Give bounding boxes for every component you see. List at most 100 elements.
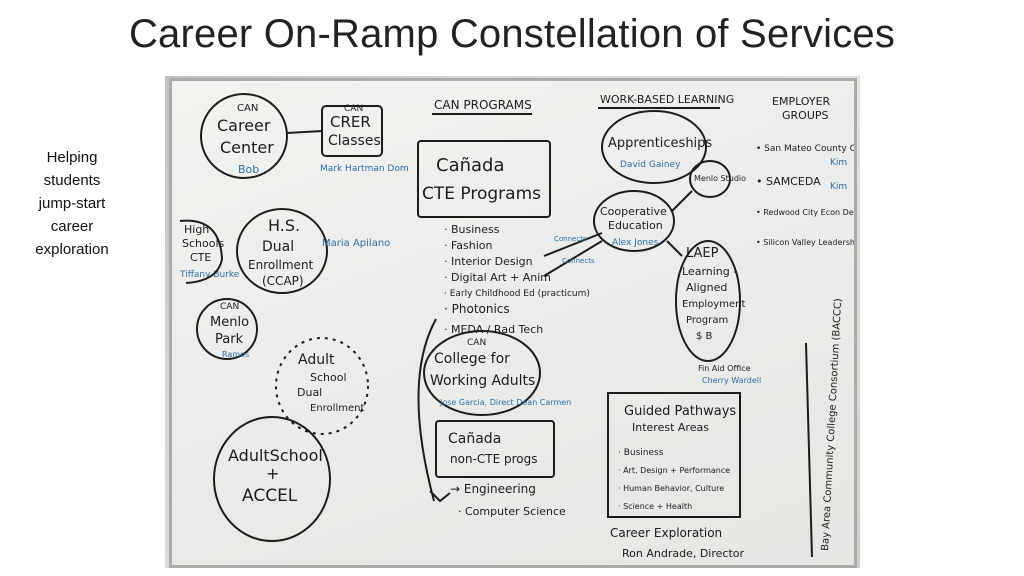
- whiteboard-drawing: CAN Career Center Bob CAN CRER Classes M…: [179, 93, 854, 560]
- adult-accel-line2: +: [266, 464, 279, 483]
- crer-line2: Classes: [328, 133, 381, 149]
- hs-dual-line2: Dual: [262, 239, 294, 255]
- adult-dual-line1: Adult: [298, 352, 335, 368]
- career-center-top: CAN: [237, 103, 258, 114]
- coop-circle: [593, 190, 675, 252]
- employer-header-line2: GROUPS: [782, 109, 829, 122]
- menlo-park-circle: [196, 298, 258, 360]
- crer-line1: CRER: [330, 113, 371, 131]
- adult-dual-line2: School: [310, 371, 347, 384]
- hs-dual-line4: (CCAP): [262, 274, 304, 288]
- laep-note: Fin Aid Office: [698, 364, 751, 373]
- arrow-head: [429, 490, 451, 503]
- hs-schools-line3: CTE: [190, 251, 211, 264]
- non-cte-line2: non-CTE progs: [450, 452, 538, 466]
- adult-dual-circle: [275, 337, 369, 435]
- guided-title-line2: Interest Areas: [632, 421, 709, 434]
- college-working-top: CAN: [467, 338, 486, 348]
- college-working-circle: [423, 330, 541, 416]
- laep-line: Program: [686, 315, 728, 326]
- career-center-line1: Career: [217, 116, 271, 135]
- hs-schools-person: Tiffany Burke: [179, 270, 240, 280]
- guided-box: [607, 392, 741, 518]
- career-center-person: Bob: [238, 163, 259, 176]
- apprenticeships-person: David Gainey: [620, 160, 681, 170]
- bracket-line: [417, 318, 437, 502]
- college-working-person: Jose Garcia, Direct Dean Carmen: [439, 398, 571, 407]
- caption-line: career: [50, 218, 94, 235]
- laep-line: Employment: [682, 299, 745, 310]
- hs-dual-line3: Enrollment: [248, 258, 314, 272]
- guided-footer-line1: Career Exploration: [610, 526, 722, 540]
- engineering-item: · Computer Science: [458, 505, 566, 518]
- cte-box-line1: Cañada: [436, 155, 505, 176]
- can-programs-header: CAN PROGRAMS: [434, 98, 532, 112]
- employer-item: • SAMCEDA: [756, 175, 821, 188]
- side-caption: Helping students jump-start career explo…: [22, 146, 122, 261]
- cte-box-line2: CTE Programs: [422, 184, 541, 204]
- connector-line: [671, 190, 693, 212]
- caption-line: jump-start: [38, 195, 106, 212]
- connector-line: [286, 130, 323, 134]
- link-label: Connects: [554, 235, 587, 243]
- adult-accel-circle: [213, 416, 331, 542]
- guided-item: · Art, Design + Performance: [618, 466, 730, 475]
- guided-item: · Science + Health: [618, 502, 692, 511]
- laep-circle: [675, 240, 741, 362]
- non-cte-box: [435, 420, 555, 478]
- connector-line: [666, 240, 683, 257]
- caption-line: students: [43, 172, 101, 189]
- college-working-line2: Working Adults: [430, 373, 535, 389]
- coop-person: Alex Jones: [612, 238, 659, 248]
- guided-footer-line2: Ron Andrade, Director: [622, 547, 744, 560]
- hs-schools-arc: [179, 219, 224, 284]
- work-based-header: WORK-BASED LEARNING: [600, 93, 734, 106]
- career-center-line2: Center: [220, 138, 274, 157]
- cte-item: · Interior Design: [444, 255, 533, 268]
- laep-line: Learning -: [682, 265, 737, 278]
- caption-line: Helping: [46, 149, 98, 166]
- connector-line: [543, 240, 603, 277]
- adult-dual-line3: Dual: [297, 386, 322, 399]
- laep-line: LAEP: [686, 246, 719, 261]
- adult-accel-line1: AdultSchool: [228, 446, 323, 465]
- link-label: Connects: [562, 257, 595, 265]
- hs-schools-line2: Schools: [182, 237, 225, 250]
- menlo-studio-circle: [689, 160, 731, 198]
- employer-header-line1: EMPLOYER: [772, 95, 831, 108]
- employer-item: • San Mateo County Chamber: [756, 144, 854, 154]
- cte-item: · Photonics: [444, 302, 510, 316]
- guided-item: · Business: [618, 448, 664, 458]
- hs-schools-line1: High: [184, 223, 209, 236]
- guided-title-line1: Guided Pathways: [624, 404, 736, 419]
- employer-item: • Silicon Valley Leadership Group: [756, 238, 854, 247]
- vertical-line: [805, 342, 813, 558]
- guided-item: · Human Behavior, Culture: [618, 484, 724, 493]
- cte-programs-box: [417, 140, 551, 218]
- adult-dual-line4: Enrollment: [310, 403, 364, 414]
- apprenticeships-label: Apprenticeships: [608, 136, 712, 151]
- coop-line2: Education: [608, 219, 663, 232]
- career-center-circle: [200, 93, 288, 179]
- menlo-park-line2: Park: [215, 332, 244, 347]
- menlo-park-top: CAN: [220, 302, 239, 312]
- menlo-park-line1: Menlo: [210, 315, 249, 330]
- slide-title: Career On-Ramp Constellation of Services: [128, 12, 896, 56]
- cte-item: · Business: [444, 223, 500, 236]
- hs-dual-line1: H.S.: [268, 216, 300, 235]
- college-working-line1: College for: [434, 351, 510, 367]
- laep-line: $ B: [696, 331, 713, 342]
- whiteboard: CAN Career Center Bob CAN CRER Classes M…: [169, 78, 857, 568]
- menlo-park-person: Ramos: [222, 350, 249, 359]
- baccc-vertical-text: Bay Area Community College Consortium (B…: [820, 298, 844, 551]
- apprenticeships-circle: [601, 110, 707, 184]
- laep-line: Aligned: [686, 281, 727, 294]
- caption-line: exploration: [35, 241, 109, 258]
- crer-person: Mark Hartman Dom: [320, 164, 409, 174]
- coop-line1: Cooperative: [600, 205, 667, 218]
- employer-tag: Kim: [830, 182, 847, 192]
- hs-dual-person: Maria Apilano: [322, 238, 390, 249]
- adult-accel-line3: ACCEL: [242, 486, 298, 506]
- engineering-item: → Engineering: [450, 482, 536, 496]
- laep-person: Cherry Wardell: [702, 376, 761, 385]
